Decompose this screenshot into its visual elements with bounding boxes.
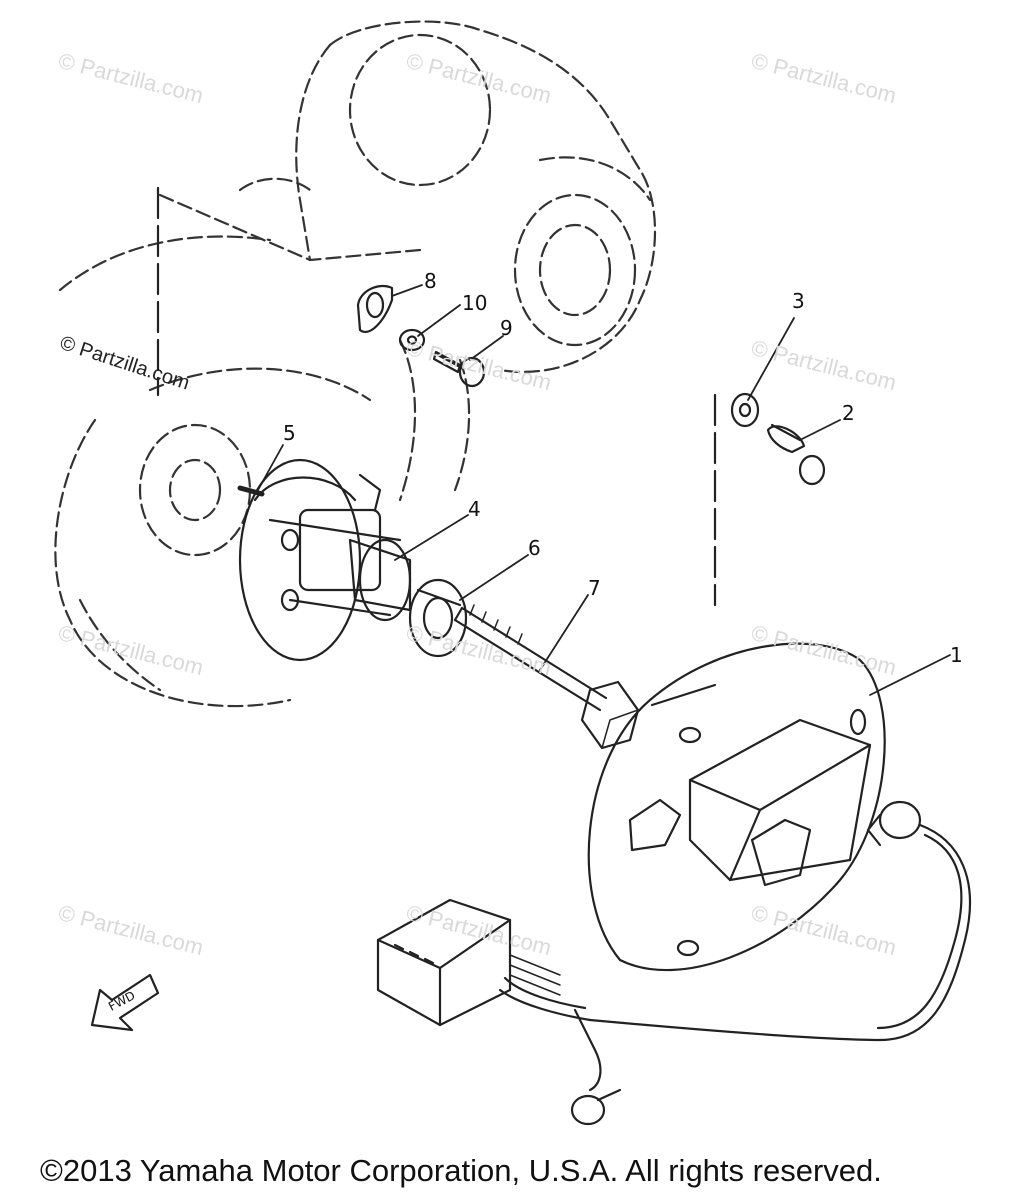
part-4-rotor-assembly <box>238 458 412 662</box>
callout-labels: 8 10 9 3 2 5 4 6 7 1 FWD <box>106 269 963 1014</box>
wiring-harness <box>498 823 972 1126</box>
leader-8 <box>391 284 423 297</box>
callout-leaders <box>257 284 951 696</box>
wire-connector <box>376 898 561 1027</box>
part-6-washer <box>408 578 468 658</box>
callout-label-1: 1 <box>950 643 963 667</box>
part-5-pin <box>237 485 265 497</box>
engine-case-outline <box>54 20 657 708</box>
callout-label-3: 3 <box>792 289 805 313</box>
callout-label-4: 4 <box>468 497 481 521</box>
part-10-washer <box>398 328 426 352</box>
callout-label-7: 7 <box>588 576 601 600</box>
callout-label-9: 9 <box>500 316 513 340</box>
callout-label-8: 8 <box>424 269 437 293</box>
callout-label-10: 10 <box>462 291 487 315</box>
part-3-washer <box>730 392 760 428</box>
part-1-stator-plate <box>587 642 922 972</box>
leader-3 <box>747 317 795 401</box>
leader-1 <box>869 654 951 696</box>
callout-label-6: 6 <box>528 536 541 560</box>
part-7-bolt <box>453 604 640 750</box>
leader-9 <box>469 335 504 361</box>
leader-10 <box>417 304 461 337</box>
callout-label-5: 5 <box>283 421 296 445</box>
leader-6 <box>459 554 529 601</box>
leader-2 <box>799 419 841 441</box>
copyright-notice: ©2013 Yamaha Motor Corporation, U.S.A. A… <box>40 1153 882 1188</box>
leader-7 <box>539 594 589 671</box>
fwd-arrow-icon <box>90 973 160 1032</box>
leader-5 <box>257 444 284 491</box>
leader-4 <box>394 514 469 561</box>
part-2-screw <box>766 423 826 486</box>
part-8-bracket <box>356 284 394 333</box>
callout-label-2: 2 <box>842 401 855 425</box>
